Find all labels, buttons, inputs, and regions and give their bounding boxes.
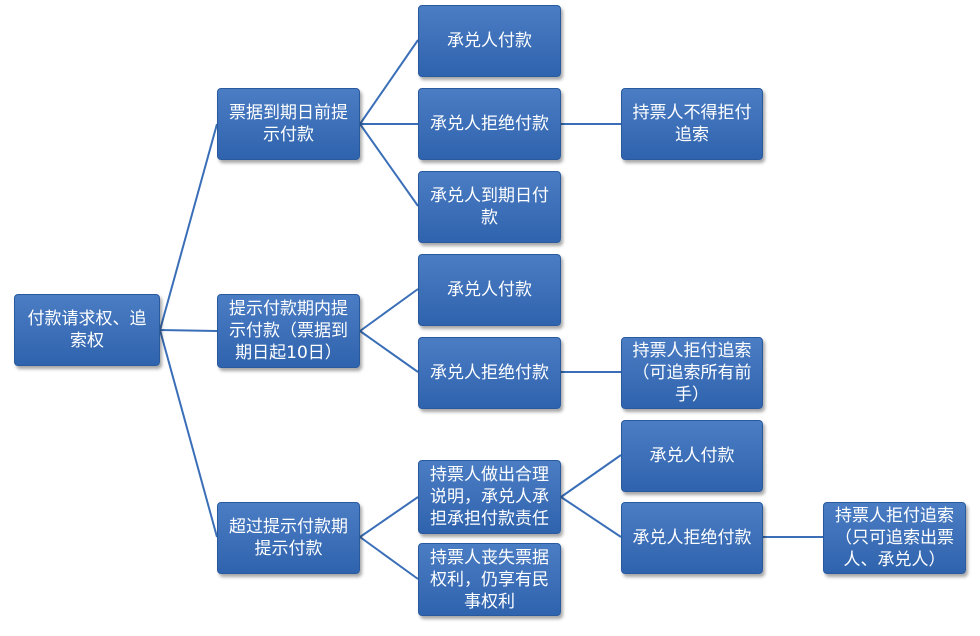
connector-b3c1-a [560, 454, 622, 498]
node-prompt-within-period: 提示付款期内提示付款（票据到期日起10日） [217, 294, 360, 368]
node-b3-acceptor-pays: 承兑人付款 [621, 420, 763, 492]
node-root: 付款请求权、追索权 [14, 294, 160, 366]
connector-root-b2 [159, 329, 218, 332]
connector-root-b3 [159, 329, 218, 538]
node-prompt-before-due: 票据到期日前提示付款 [217, 88, 360, 160]
node-b1-acceptor-pays: 承兑人付款 [418, 5, 561, 77]
connector-b1-c3 [359, 123, 419, 207]
node-b2-recourse-all: 持票人拒付追索（可追索所有前手） [621, 337, 763, 409]
node-b2-acceptor-refuses: 承兑人拒绝付款 [418, 337, 561, 409]
node-b3-acceptor-refuses: 承兑人拒绝付款 [621, 502, 763, 574]
node-b3-holder-explains: 持票人做出合理说明，承兑人承担承担付款责任 [418, 460, 561, 534]
connector-root-b1 [159, 123, 218, 331]
connector-b1-c1 [359, 39, 419, 125]
node-prompt-after-period: 超过提示付款期提示付款 [217, 502, 360, 574]
node-b1-acceptor-pays-on-due: 承兑人到期日付款 [418, 171, 561, 243]
connector-b2-c2 [359, 330, 419, 373]
node-b3-recourse-limited: 持票人拒付追索（只可追索出票人、承兑人） [823, 502, 966, 574]
node-b2-acceptor-pays: 承兑人付款 [418, 254, 561, 326]
connector-b3c1-b [560, 496, 622, 538]
node-b1-acceptor-refuses: 承兑人拒绝付款 [418, 88, 561, 160]
node-b1-no-recourse: 持票人不得拒付追索 [621, 88, 763, 160]
node-b3-holder-loses-rights: 持票人丧失票据权利，仍享有民事权利 [418, 543, 561, 616]
connector-b2-c1 [359, 288, 419, 332]
connector-b3-c2 [359, 536, 419, 580]
connector-b3-c1 [359, 496, 419, 538]
